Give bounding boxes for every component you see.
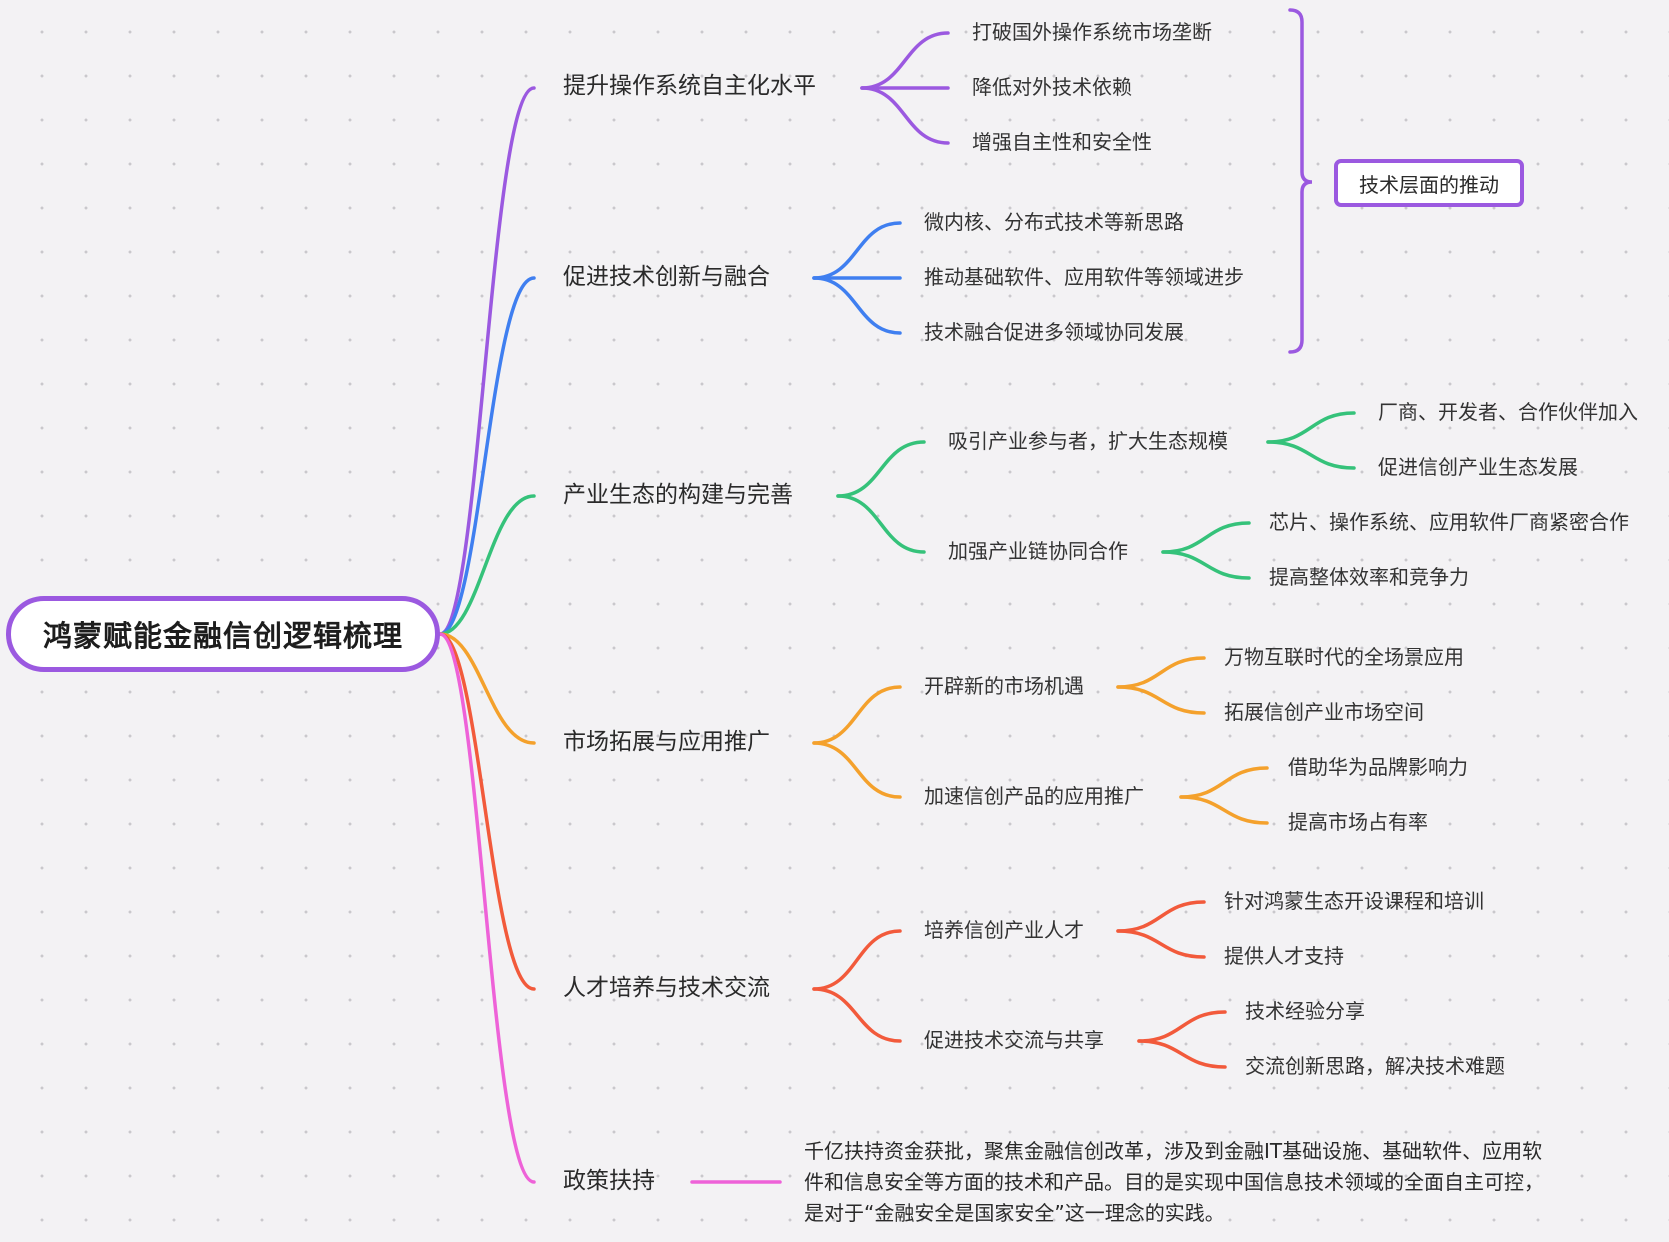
node-new-opportunities[interactable]: 开辟新的市场机遇 [924,674,1084,698]
leaf-talent-support[interactable]: 提供人才支持 [1224,944,1344,968]
root-title: 鸿蒙赋能金融信创逻辑梳理 [42,619,403,653]
node-reduce-dependence[interactable]: 降低对外技术依赖 [972,75,1132,99]
red-sub-a-1 [1116,929,1206,959]
leaf-efficiency[interactable]: 提高整体效率和竞争力 [1269,565,1469,589]
root-link-1 [438,276,536,636]
node-cultivate-talent[interactable]: 培养信创产业人才 [924,918,1084,942]
orange-sub-a-1 [1116,685,1206,715]
green-sub-b-0 [1161,521,1251,554]
branch-industry-ecosystem[interactable]: 产业生态的构建与完善 [563,482,793,508]
node-promote-exchange[interactable]: 促进技术交流与共享 [924,1028,1104,1052]
leaf-brand-influence[interactable]: 借助华为品牌影响力 [1288,755,1468,779]
root-link-5 [438,632,536,1184]
node-attract-participants[interactable]: 吸引产业参与者，扩大生态规模 [948,429,1228,453]
node-autonomy-security[interactable]: 增强自主性和安全性 [972,130,1152,154]
leaf-experience-sharing[interactable]: 技术经验分享 [1245,999,1365,1023]
node-accelerate-promotion[interactable]: 加速信创产品的应用推广 [924,784,1144,808]
green-sub-a-1 [1266,440,1356,470]
branch-tech-innovation[interactable]: 促进技术创新与融合 [563,264,770,290]
node-software-progress[interactable]: 推动基础软件、应用软件等领域进步 [924,265,1244,289]
root-link-2 [438,494,536,636]
root-link-4 [438,632,536,991]
node-tech-fusion[interactable]: 技术融合促进多领域协同发展 [924,320,1184,344]
root-link-3 [438,632,536,745]
branch-market-expansion[interactable]: 市场拓展与应用推广 [563,729,770,755]
green-link-1 [836,494,926,554]
orange-sub-b-1 [1179,795,1269,825]
green-sub-b-1 [1161,550,1251,580]
leaf-courses-training[interactable]: 针对鸿蒙生态开设课程和培训 [1224,889,1484,913]
leaf-market-space[interactable]: 拓展信创产业市场空间 [1224,700,1424,724]
summary-tag[interactable]: 技术层面的推动 [1334,159,1524,207]
red-link-0 [812,929,902,991]
orange-sub-b-0 [1179,766,1269,799]
leaf-vendor-cooperation[interactable]: 芯片、操作系统、应用软件厂商紧密合作 [1269,510,1629,534]
branch-policy-support[interactable]: 政策扶持 [563,1168,655,1194]
blue-link-2 [812,276,902,335]
orange-link-0 [812,685,902,745]
leaf-market-share[interactable]: 提高市场占有率 [1288,810,1428,834]
node-break-monopoly[interactable]: 打破国外操作系统市场垄断 [972,20,1212,44]
node-microkernel[interactable]: 微内核、分布式技术等新思路 [924,210,1184,234]
node-chain-cooperation[interactable]: 加强产业链协同合作 [948,539,1128,563]
green-sub-a-0 [1266,411,1356,444]
purple-link-2 [860,86,950,145]
orange-sub-a-0 [1116,656,1206,689]
summary-bracket [1288,8,1313,354]
red-sub-b-1 [1137,1039,1227,1069]
orange-link-1 [812,741,902,799]
branch-talent-exchange[interactable]: 人才培养与技术交流 [563,975,770,1001]
root-link-0 [438,86,536,636]
leaf-full-scenario[interactable]: 万物互联时代的全场景应用 [1224,645,1464,669]
green-link-0 [836,440,926,498]
leaf-ecosystem-growth[interactable]: 促进信创产业生态发展 [1378,455,1578,479]
policy-description[interactable]: 千亿扶持资金获批，聚焦金融信创改革，涉及到金融IT基础设施、基础软件、应用软件和… [804,1139,1544,1225]
purple-link-0 [860,31,950,90]
red-sub-a-0 [1116,900,1206,933]
red-sub-b-0 [1137,1010,1227,1043]
blue-link-0 [812,221,902,280]
root-node[interactable]: 鸿蒙赋能金融信创逻辑梳理 [6,596,440,672]
summary-tag-label: 技术层面的推动 [1359,172,1499,197]
leaf-innovation-ideas[interactable]: 交流创新思路，解决技术难题 [1245,1054,1505,1078]
red-link-1 [812,987,902,1043]
branch-os-autonomy[interactable]: 提升操作系统自主化水平 [563,73,816,99]
leaf-partners-join[interactable]: 厂商、开发者、合作伙伴加入 [1378,400,1638,424]
